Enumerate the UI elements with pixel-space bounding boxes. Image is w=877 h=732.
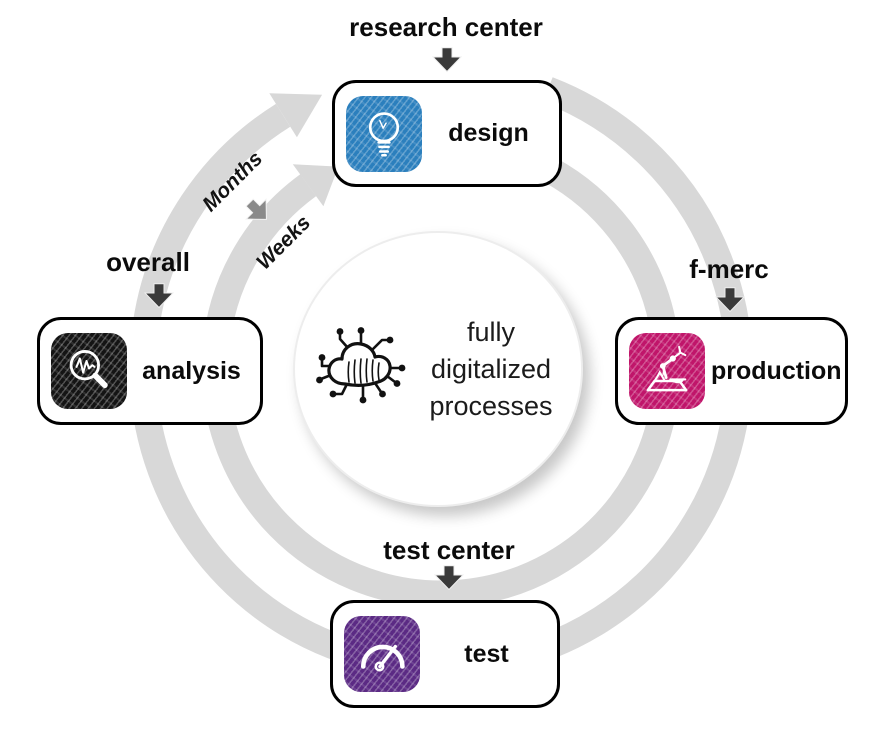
central-text-line-1: fully [466,316,515,347]
test-stage-label: test [464,639,509,668]
research-center-label: research center [349,12,543,42]
central-text-line-3: processes [429,390,553,421]
months-to-weeks-arrow-icon [240,193,276,229]
test-center-label: test center [383,535,515,565]
design-stage-label: design [448,119,529,147]
lightbulb-icon [346,95,422,172]
research-center-down-arrow-icon [432,47,462,72]
production-stage-box: production [615,317,848,425]
production-stage-label: production [711,356,842,385]
analysis-stage-label: analysis [142,356,241,385]
f-merc-down-arrow-icon [715,287,745,312]
outer-cycle-arrowhead-icon [269,93,323,138]
magnifier-waveform-icon [51,333,127,409]
central-circle: fully digitalized processes [293,231,583,507]
overall-label: overall [106,247,190,277]
test-stage-box: test [330,600,560,708]
gauge-icon [344,616,420,692]
central-text-line-2: digitalized [430,353,552,384]
central-text: fully digitalized processes [415,314,567,425]
test-center-down-arrow-icon [434,565,464,590]
f-merc-label: f-merc [689,254,769,284]
overall-down-arrow-icon [144,283,174,308]
analysis-stage-box: analysis [37,317,263,425]
robot-arm-icon [629,333,705,409]
cloud-network-icon [316,327,406,404]
inner-cycle-arrowhead-icon [292,164,339,207]
design-stage-box: design [332,80,562,187]
